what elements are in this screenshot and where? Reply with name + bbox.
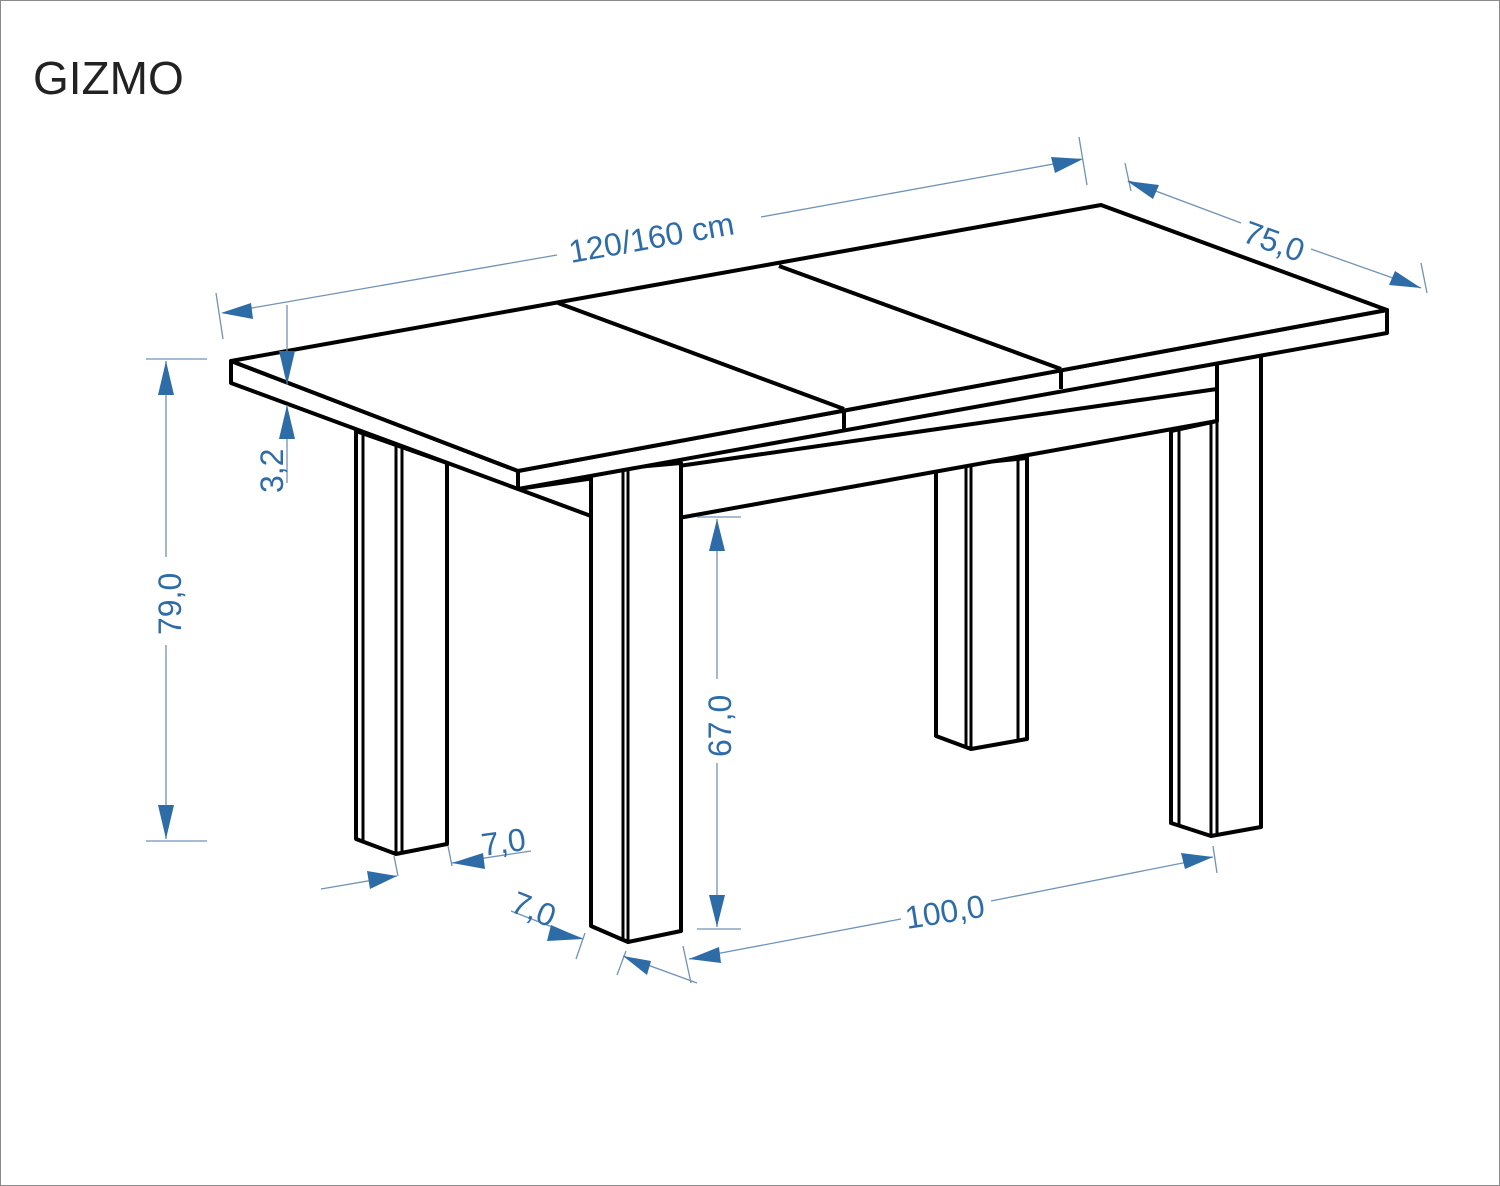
dimension-leg-spacing [688,845,1218,963]
product-title: GIZMO [33,52,184,104]
leg-front-right [1169,349,1263,838]
table-top [229,203,1389,491]
leg-front-left [589,461,683,944]
height-label: 79,0 [152,573,188,635]
thickness-label: 3,2 [254,449,290,493]
leg-width-a-label: 7,0 [479,821,528,863]
dimension-leg-clearance [697,516,741,930]
length-label: 120/160 cm [566,205,737,269]
leg-spacing-label: 100,0 [902,888,987,936]
dimension-height [146,358,207,842]
leg-back-left [354,429,449,856]
dimension-length [215,136,1088,340]
dimension-leg-width-a [320,845,532,890]
dimension-depth [1124,162,1428,294]
leg-back-right [934,456,1029,751]
dimension-thickness [279,305,295,483]
leg-clearance-label: 67,0 [702,695,738,757]
dimension-leg-width-b [510,910,698,984]
